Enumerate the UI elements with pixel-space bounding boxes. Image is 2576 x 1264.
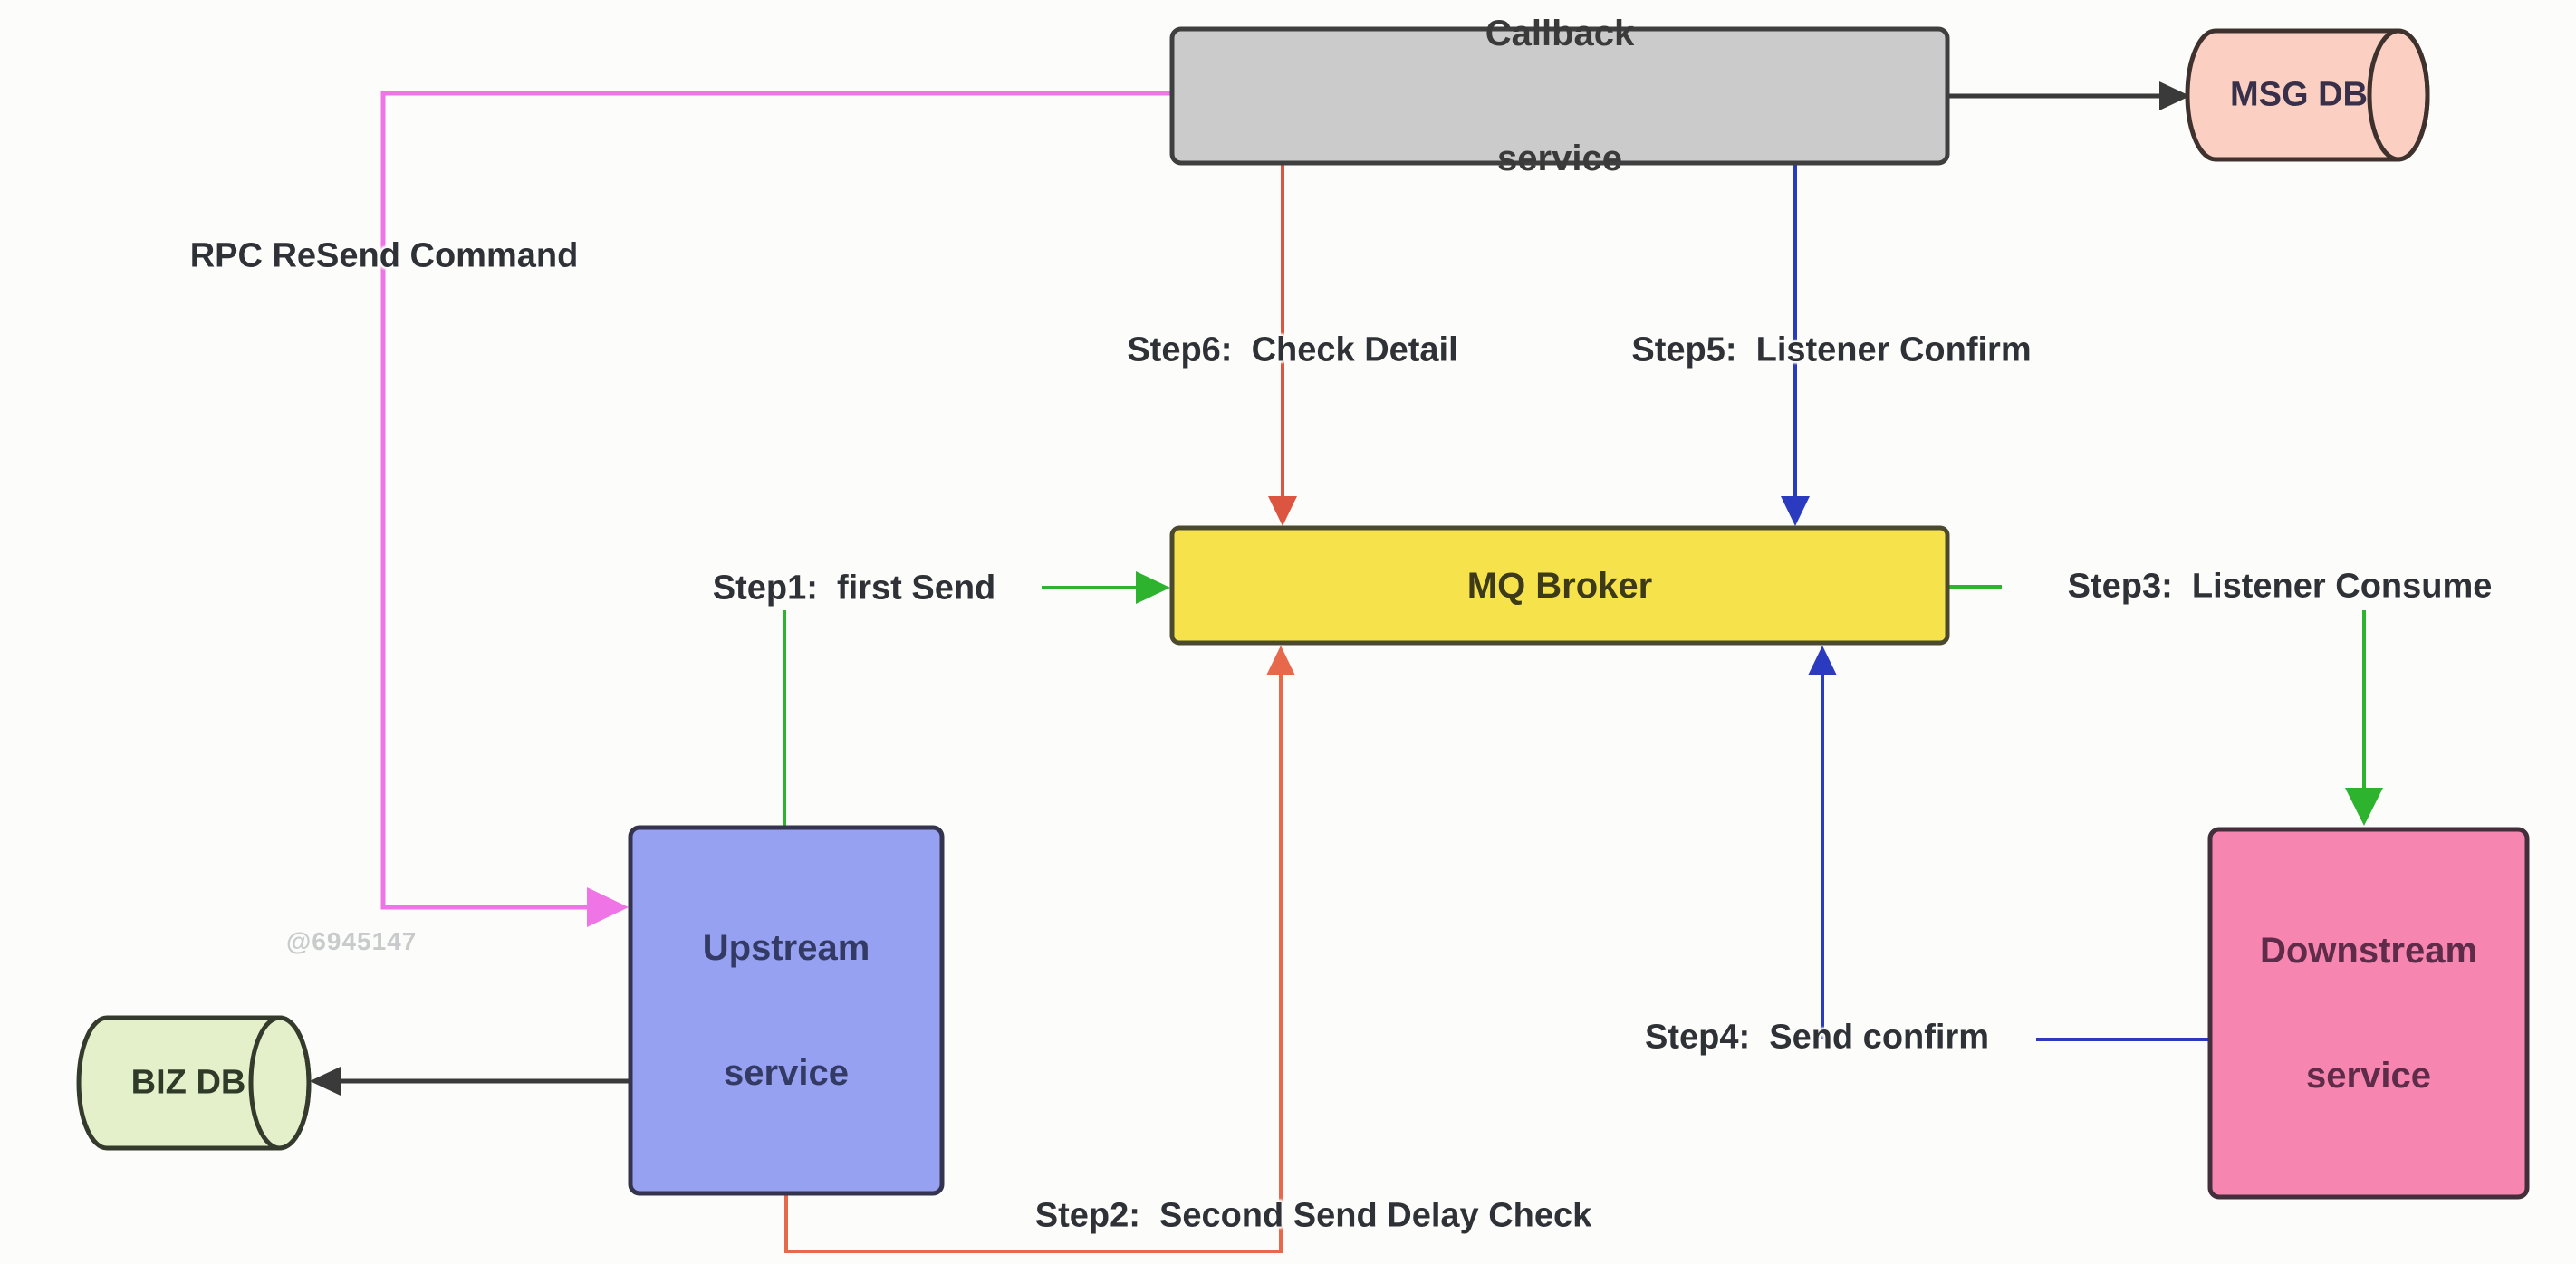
biz-db-label: BIZ DB — [130, 1063, 246, 1102]
callback-service-label-line2: service — [1497, 139, 1622, 178]
arrowhead-step2 — [1266, 646, 1295, 675]
step5-label: Step5: Listener Confirm — [1631, 330, 2032, 369]
arrowhead-step5 — [1781, 496, 1810, 526]
callback-service-node — [1169, 26, 1950, 166]
arrowhead-step6 — [1268, 496, 1297, 526]
arrowhead-step4 — [1808, 646, 1837, 675]
edge-rpc-resend — [380, 91, 1172, 910]
callback-service-label: Callback service — [1485, 0, 1635, 263]
callback-service-label-line1: Callback — [1485, 14, 1635, 53]
msg-db-label: MSG DB — [2230, 75, 2368, 114]
arrowhead-rpc-resend — [587, 887, 629, 927]
mq-broker-node — [1169, 525, 1950, 646]
downstream-service-label-line1: Downstream — [2259, 931, 2478, 971]
upstream-service-label: Upstream service — [703, 844, 870, 1177]
rpc-resend-command-label: RPC ReSend Command — [189, 236, 579, 275]
step1-label: Step1: first Send — [712, 569, 996, 608]
arrowhead-step3 — [2345, 788, 2383, 826]
step6-label: Step6: Check Detail — [1127, 330, 1458, 369]
upstream-service-node — [628, 825, 945, 1196]
arrowhead-bizdb — [310, 1067, 341, 1096]
step2-label: Step2: Second Send Delay Check — [1034, 1196, 1592, 1235]
upstream-service-label-line1: Upstream — [702, 928, 870, 968]
msg-db-cylinder-seam — [2367, 28, 2430, 162]
mq-broker-label: MQ Broker — [1466, 566, 1653, 606]
watermark-text: @6945147 — [286, 927, 418, 955]
arrowhead-msgdb — [2159, 81, 2190, 110]
step4-label: Step4: Send confirm — [1644, 1018, 1990, 1057]
downstream-service-label: Downstream service — [2260, 847, 2477, 1180]
downstream-service-node — [2207, 827, 2530, 1200]
biz-db-cylinder-seam — [248, 1015, 312, 1151]
step3-label: Step3: Listener Consume — [2067, 567, 2493, 606]
upstream-service-label-line2: service — [724, 1053, 849, 1093]
edge-step2 — [784, 670, 1283, 1253]
arrowhead-step1 — [1136, 571, 1170, 604]
downstream-service-label-line2: service — [2306, 1056, 2431, 1096]
